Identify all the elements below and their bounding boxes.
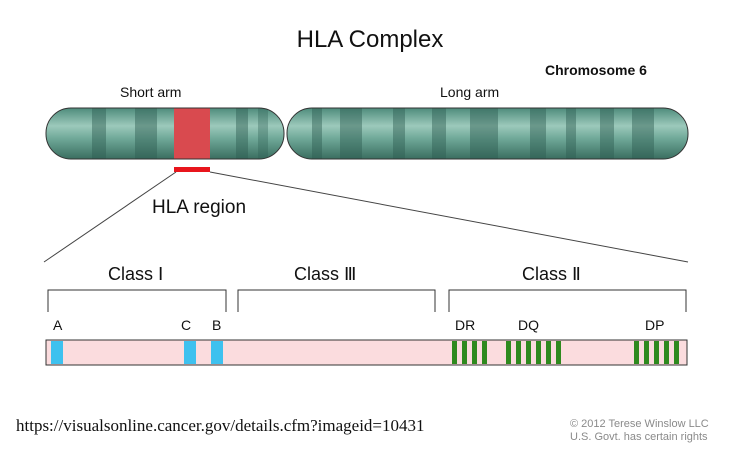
class-3-label: Class Ⅲ <box>294 264 357 284</box>
copyright-line-2: U.S. Govt. has certain rights <box>570 431 708 443</box>
diagram-title: HLA Complex <box>296 26 444 53</box>
source-url: https://visualsonline.cancer.gov/details… <box>16 416 425 435</box>
class2-bracket <box>448 289 687 312</box>
chromosome-label: Chromosome 6 <box>545 62 647 78</box>
long-arm <box>287 108 688 159</box>
gene-b-label: B <box>212 317 222 333</box>
hla-band <box>174 108 210 159</box>
gene-dq-label: DQ <box>518 317 539 333</box>
hla-region-label: HLA region <box>152 197 247 218</box>
class-2-label: Class Ⅱ <box>522 264 581 284</box>
long-arm-label: Long arm <box>440 84 500 100</box>
gene-dq-mark <box>506 341 561 364</box>
copyright-notice: © 2012 Terese Winslow LLC U.S. Govt. has… <box>570 418 709 444</box>
zoom-line-left <box>43 171 177 263</box>
gene-a-label: A <box>53 317 63 333</box>
gene-c-mark <box>184 341 196 364</box>
copyright-line-1: © 2012 Terese Winslow LLC <box>570 418 709 430</box>
short-arm <box>46 108 284 159</box>
gene-dr-mark <box>452 341 487 364</box>
class3-bracket <box>237 289 436 312</box>
gene-dr-label: DR <box>455 317 476 333</box>
class-1-label: Class Ⅰ <box>108 264 164 284</box>
gene-dp-mark <box>634 341 679 364</box>
gene-a-mark <box>51 341 63 364</box>
short-arm-label: Short arm <box>120 84 182 100</box>
gene-c-label: C <box>181 317 192 333</box>
gene-b-mark <box>211 341 223 364</box>
class1-bracket <box>47 289 227 312</box>
hla-gene-strip <box>45 339 688 366</box>
zoom-line-right <box>209 171 689 263</box>
hla-region-bar <box>174 167 210 172</box>
gene-dp-label: DP <box>645 317 665 333</box>
